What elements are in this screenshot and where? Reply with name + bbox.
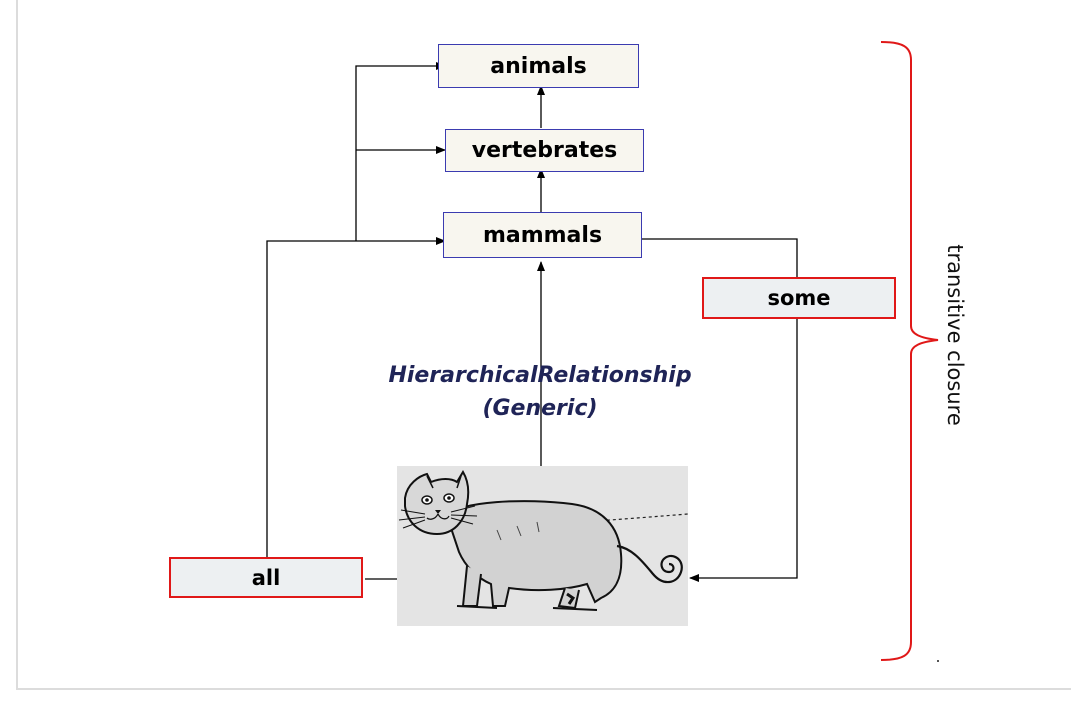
quantifier-all: all	[169, 557, 363, 598]
cat-drawing	[397, 466, 688, 626]
connector-all-to-mammals	[266, 237, 446, 557]
frame-bottom-edge	[16, 688, 1071, 690]
transitive-closure-text: transitive closure	[943, 244, 967, 426]
quantifier-all-label: all	[251, 565, 281, 590]
node-animals-label: animals	[490, 53, 587, 79]
node-mammals-label: mammals	[482, 222, 603, 248]
node-mammals: mammals	[443, 212, 642, 258]
frame-left-edge	[16, 0, 18, 689]
node-animals: animals	[438, 44, 639, 88]
transitive-closure-brace	[880, 41, 939, 661]
quantifier-some: some	[702, 277, 896, 319]
connector-mammals-to-some	[640, 238, 798, 582]
relation-label-qualifier: (Generic)	[482, 396, 598, 421]
quantifier-some-label: some	[767, 286, 831, 310]
relation-label: HierarchicalRelationship (Generic)	[330, 359, 750, 425]
relation-label-name: HierarchicalRelationship	[388, 363, 692, 388]
node-vertebrates: vertebrates	[445, 129, 644, 172]
brace-dot	[937, 660, 939, 662]
arrow-branch-to-animals	[355, 62, 446, 241]
node-vertebrates-label: vertebrates	[471, 138, 618, 163]
